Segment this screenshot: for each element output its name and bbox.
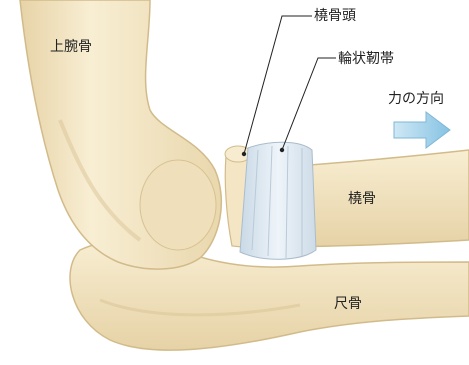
- leader-lines: [242, 16, 336, 156]
- label-annular-ligament: 輪状靭帯: [338, 52, 394, 66]
- label-radial-head: 橈骨頭: [314, 9, 356, 23]
- annular-ligament: [240, 142, 316, 259]
- label-force-direction: 力の方向: [388, 92, 444, 106]
- label-radius: 橈骨: [348, 192, 376, 206]
- leader-radial-head: [244, 16, 312, 154]
- label-humerus: 上腕骨: [50, 40, 92, 54]
- leader-annular-ligament: [282, 58, 336, 150]
- label-ulna: 尺骨: [334, 297, 362, 311]
- right-arrow-icon: [394, 112, 450, 148]
